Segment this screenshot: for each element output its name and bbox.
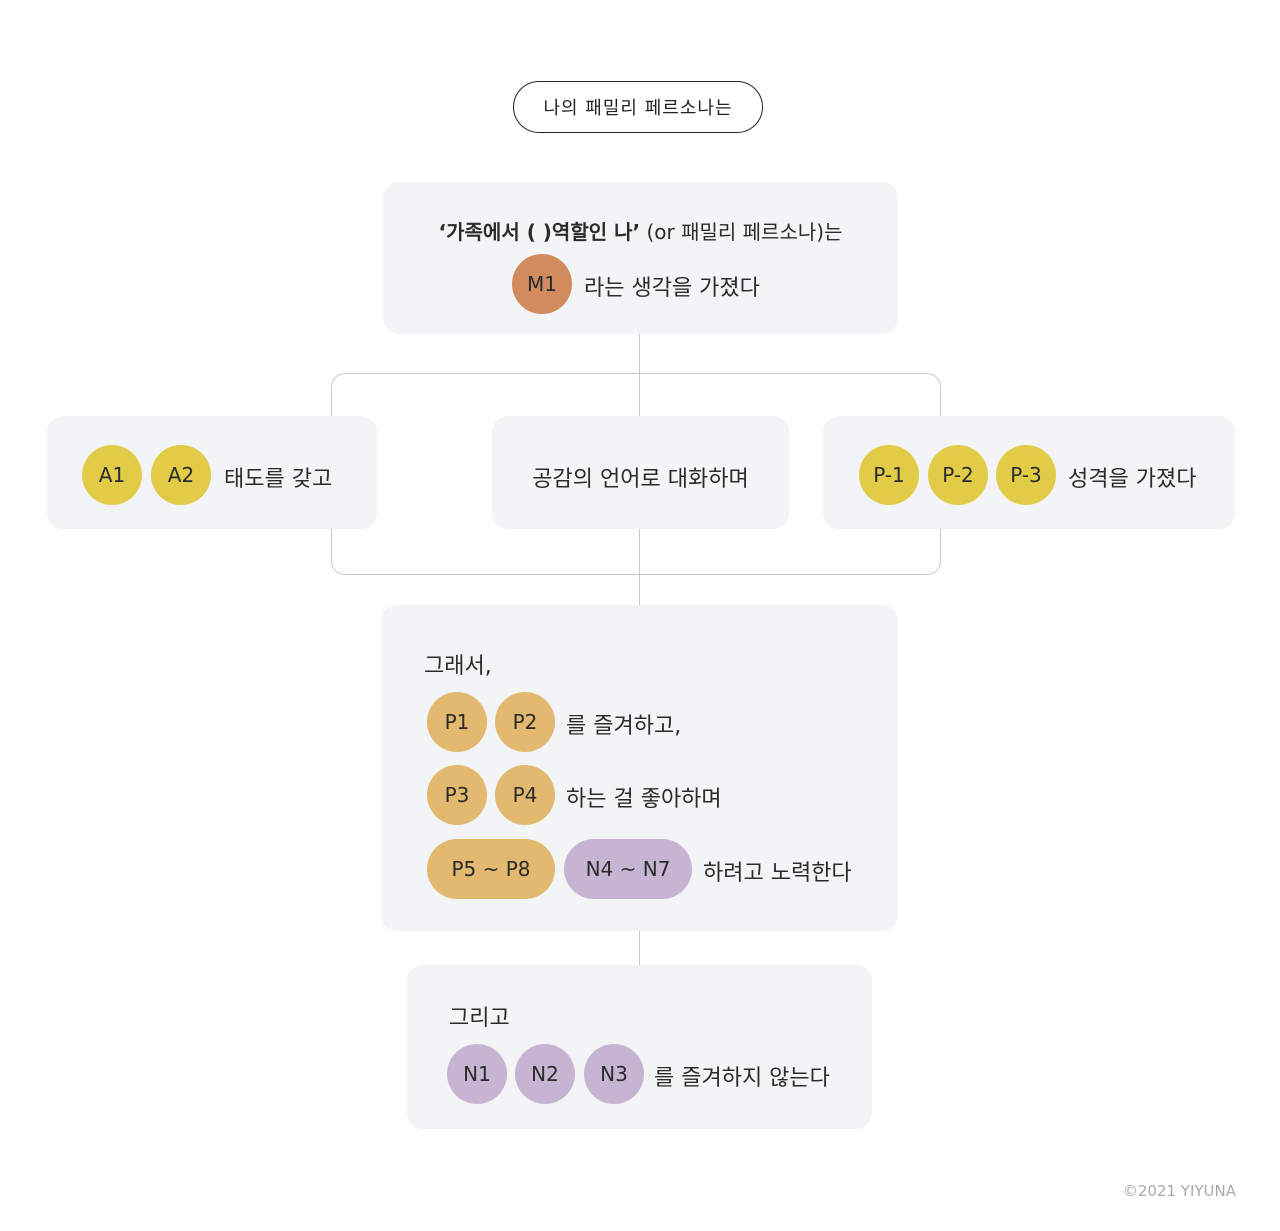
right-card: P-1 P-2 P-3 성격을 가졌다 bbox=[823, 416, 1235, 529]
chip-p5-p8: P5 ~ P8 bbox=[427, 839, 555, 899]
so-card-row1-text: 를 즐겨하고, bbox=[566, 714, 682, 739]
chip-p2: P2 bbox=[495, 692, 555, 752]
chip-a1: A1 bbox=[82, 445, 142, 505]
so-card-row2-text: 하는 걸 좋아하며 bbox=[566, 787, 722, 812]
top-card: ‘가족에서 ( )역할인 나’ (or 패밀리 페르소나)는 M1 라는 생각을… bbox=[383, 182, 898, 334]
center-card-text: 공감의 언어로 대화하며 bbox=[532, 467, 749, 492]
top-card-line1-bold: ‘가족에서 ( )역할인 나’ bbox=[438, 220, 641, 244]
so-card: 그래서, P1 P2 를 즐겨하고, P3 P4 하는 걸 좋아하며 P5 ~ … bbox=[381, 605, 898, 931]
chip-n4-n7: N4 ~ N7 bbox=[564, 839, 692, 899]
title-pill: 나의 패밀리 페르소나는 bbox=[513, 81, 763, 133]
chip-p-2: P-2 bbox=[928, 445, 988, 505]
chip-p4: P4 bbox=[495, 765, 555, 825]
chip-n3: N3 bbox=[584, 1044, 644, 1104]
chip-p1: P1 bbox=[427, 692, 487, 752]
chip-m1: M1 bbox=[512, 254, 572, 314]
chip-p-1: P-1 bbox=[859, 445, 919, 505]
copyright: ©2021 YIYUNA bbox=[1122, 1182, 1236, 1200]
chip-n1: N1 bbox=[447, 1044, 507, 1104]
chip-n2: N2 bbox=[515, 1044, 575, 1104]
top-card-line2: 라는 생각을 가졌다 bbox=[584, 276, 760, 301]
left-card-text: 태도를 갖고 bbox=[224, 467, 333, 492]
chip-p3: P3 bbox=[427, 765, 487, 825]
top-card-line1: ‘가족에서 ( )역할인 나’ (or 패밀리 페르소나)는 bbox=[383, 216, 898, 245]
chip-a2: A2 bbox=[151, 445, 211, 505]
and-card-intro: 그리고 bbox=[449, 1006, 510, 1031]
right-card-text: 성격을 가졌다 bbox=[1068, 467, 1197, 492]
and-card: 그리고 N1 N2 N3 를 즐겨하지 않는다 bbox=[407, 965, 872, 1129]
connector-vertical-middle bbox=[639, 529, 641, 605]
left-card: A1 A2 태도를 갖고 bbox=[47, 416, 377, 529]
connector-vertical-bottom bbox=[639, 931, 641, 965]
top-card-line1-rest: (or 패밀리 페르소나)는 bbox=[640, 220, 843, 244]
so-card-row3-text: 하려고 노력한다 bbox=[703, 861, 852, 886]
center-card: 공감의 언어로 대화하며 bbox=[492, 416, 789, 529]
chip-p-3: P-3 bbox=[996, 445, 1056, 505]
and-card-text: 를 즐겨하지 않는다 bbox=[654, 1066, 830, 1091]
connector-vertical-top bbox=[639, 334, 641, 416]
so-card-intro: 그래서, bbox=[424, 654, 492, 679]
